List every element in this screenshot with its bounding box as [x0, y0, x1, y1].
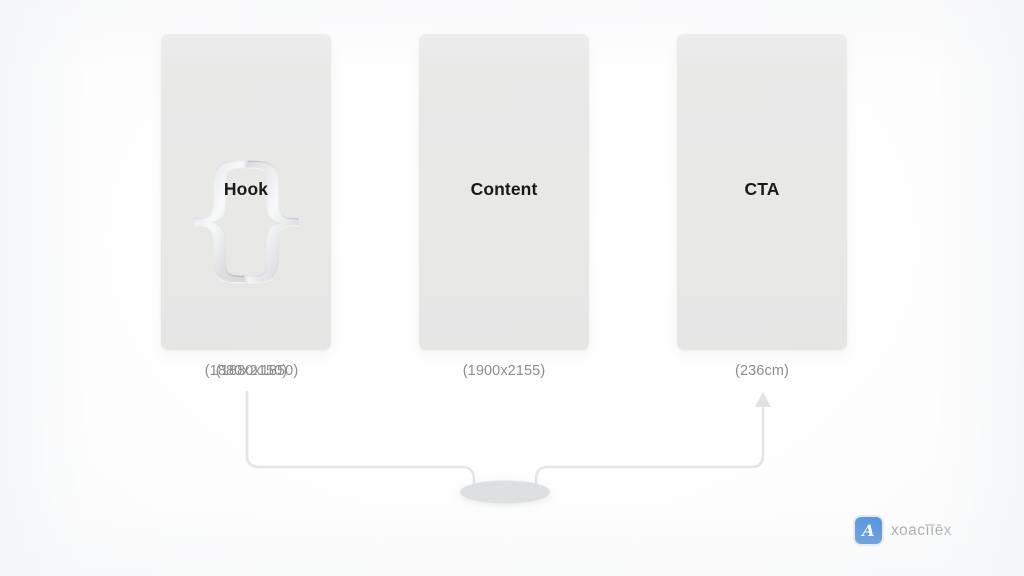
- brand-logo-icon: A: [855, 517, 882, 544]
- panel-content-caption: (1900x2155): [462, 363, 546, 379]
- panel-hook-label: Hook: [223, 179, 269, 199]
- connector-arrowhead-icon: [755, 392, 771, 407]
- panel-cta-caption: (236cm): [735, 363, 789, 379]
- panel-hook-caption-overlap: (1880x1850): [215, 363, 299, 379]
- panel-content-label: Content: [470, 179, 538, 199]
- watermark-label: xoacīīēx: [891, 521, 952, 539]
- panel-cta-label: CTA: [744, 179, 780, 199]
- connector-hub: [460, 480, 550, 504]
- connector-path-left: [245, 390, 476, 494]
- panel-hook-caption: (1880x2150) (1880x1850): [151, 363, 341, 379]
- panel-cta[interactable]: CTA: [677, 34, 847, 350]
- curly-brace-close-icon: }: [231, 139, 315, 293]
- connector-path-right: [534, 402, 765, 494]
- panel-hook[interactable]: { } Hook: [161, 34, 331, 350]
- watermark: A xoacīīēx: [855, 517, 952, 544]
- panel-content[interactable]: Content: [419, 34, 589, 350]
